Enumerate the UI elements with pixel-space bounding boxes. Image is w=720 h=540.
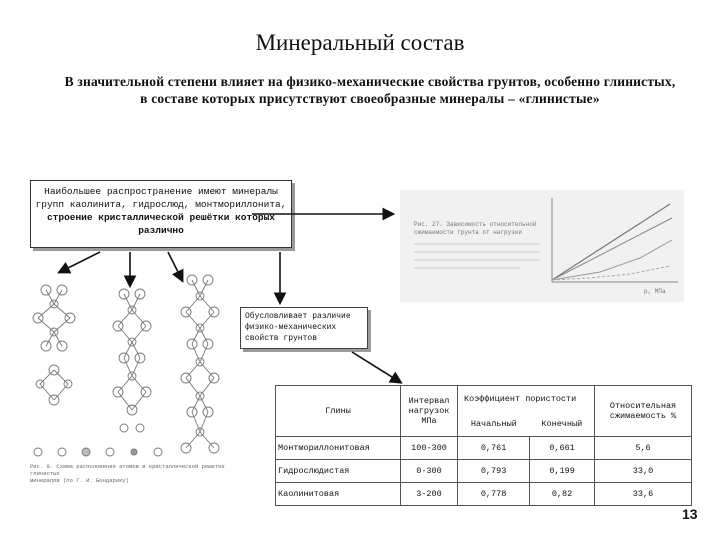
header-initial: Начальный xyxy=(456,411,530,437)
montmorillonite-lattice xyxy=(180,274,220,454)
header-pressure: Интервал нагрузок МПа xyxy=(400,385,458,437)
table-row: Монтмориллонитовая 100-300 0,761 0,661 5… xyxy=(275,436,692,460)
cell-pressure: 100-300 xyxy=(400,436,458,460)
properties-box: Обусловливает различие физико-механическ… xyxy=(240,307,368,349)
table-subheader-row: Начальный Конечный xyxy=(276,411,692,437)
header-final: Конечный xyxy=(529,411,595,437)
minerals-line-2: групп каолинита, гидрослюд, монтмориллон… xyxy=(35,199,287,210)
kaolinite-lattice xyxy=(32,284,76,406)
cell-name: Каолинитовая xyxy=(275,482,401,506)
minerals-line-1: Наибольшее распространение имеют минерал… xyxy=(44,186,278,197)
intro-text: В значительной степени влияет на физико-… xyxy=(64,74,676,106)
cell-compress: 5,6 xyxy=(594,436,692,460)
cell-initial: 0,793 xyxy=(456,459,531,483)
properties-line-1: Обусловливает различие xyxy=(245,312,351,321)
compressibility-graph: Рис. 27. Зависимость относительной сжима… xyxy=(400,190,684,302)
arrow-to-table xyxy=(351,351,403,384)
cell-compress: 33,6 xyxy=(594,482,692,506)
figure-caption-line-1: Рис. 9. Схема расположения атомов в крис… xyxy=(30,463,225,477)
graph-axis-label: p, МПа xyxy=(644,288,666,295)
cell-final: 0,199 xyxy=(529,459,595,483)
cell-final: 0,82 xyxy=(529,482,595,506)
minerals-box: Наибольшее распространение имеют минерал… xyxy=(30,180,292,248)
minerals-line-4: различно xyxy=(138,225,184,236)
figure-caption: Рис. 9. Схема расположения атомов в крис… xyxy=(30,463,240,484)
hydromica-lattice xyxy=(112,288,152,433)
cell-initial: 0,778 xyxy=(456,482,531,506)
cell-pressure: 0-300 xyxy=(400,459,458,483)
graph-drawing: Рис. 27. Зависимость относительной сжима… xyxy=(400,190,684,302)
cell-name: Монтмориллонитовая xyxy=(275,436,401,460)
crystal-lattice-figure xyxy=(32,274,220,457)
properties-line-2: физико-механических xyxy=(245,323,337,332)
minerals-line-3: строение кристаллической решётки которых xyxy=(46,212,276,223)
table-header-row: Глины Интервал нагрузок МПа Коэффициент … xyxy=(275,385,692,437)
figure-caption-line-2: минералов (по Г. И. Бондарику) xyxy=(30,477,130,484)
cell-final: 0,661 xyxy=(529,436,595,460)
header-clay: Глины xyxy=(275,385,401,437)
slide-title: Минеральный состав xyxy=(255,30,465,55)
graph-caption-2: сжимаемости грунта от нагрузки xyxy=(414,229,522,236)
properties-line-3: свойств грунтов xyxy=(245,334,318,343)
properties-table: Глины Интервал нагрузок МПа Коэффициент … xyxy=(275,385,692,506)
cell-pressure: 3-200 xyxy=(400,482,458,506)
cell-name: Гидрослюдистая xyxy=(275,459,401,483)
lattice-legend xyxy=(33,447,163,457)
cell-initial: 0,761 xyxy=(456,436,531,460)
header-porosity: Коэффициент пористости xyxy=(457,385,595,411)
page-number: 13 xyxy=(682,506,698,522)
cell-compress: 33,0 xyxy=(594,459,692,483)
table-row: Каолинитовая 3-200 0,778 0,82 33,6 xyxy=(275,482,692,506)
graph-caption-1: Рис. 27. Зависимость относительной xyxy=(414,221,537,228)
header-compressibility: Относительная сжимаемость % xyxy=(594,385,692,437)
table-row: Гидрослюдистая 0-300 0,793 0,199 33,0 xyxy=(275,459,692,483)
